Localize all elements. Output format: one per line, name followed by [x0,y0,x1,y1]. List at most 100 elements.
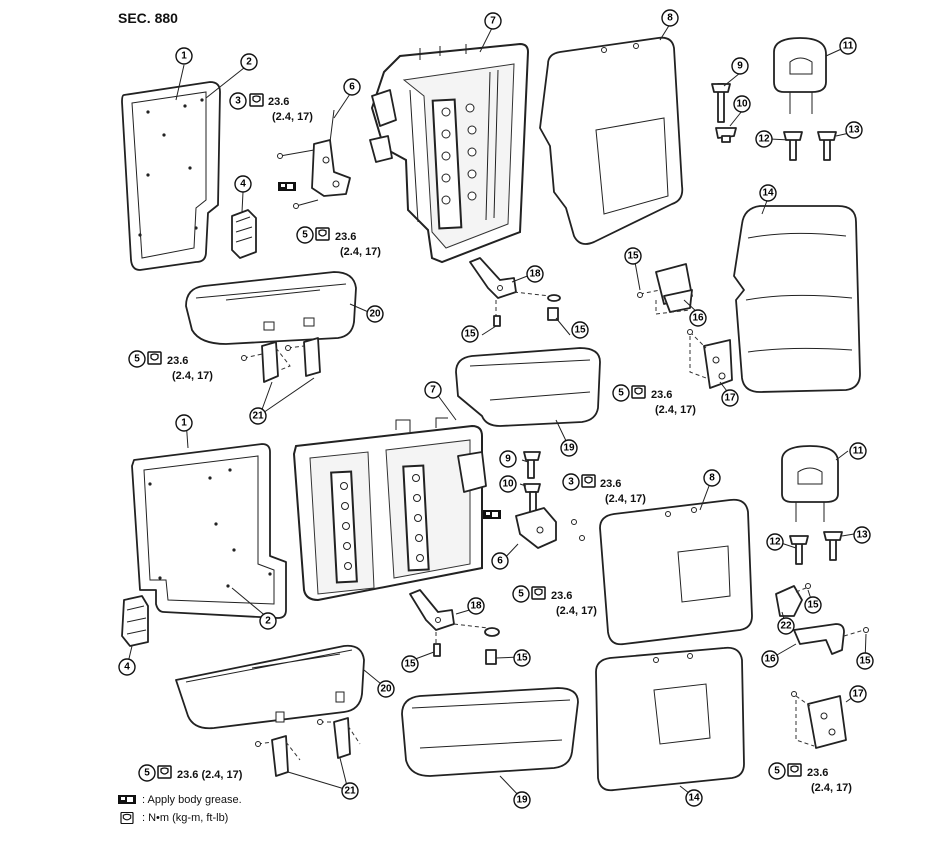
callout-14-bottom: 14 [685,789,703,807]
callout-10-bottom: 10 [499,475,517,493]
callout-15-bottom-d: 15 [513,649,531,667]
svg-text:4: 4 [240,179,246,190]
callout-7-bottom: 7 [424,381,442,399]
callout-15-top-a: 15 [624,247,642,265]
svg-text:15: 15 [464,329,476,340]
seat-bracket-bottom [255,717,361,777]
legend-grease-text: : Apply body grease. [142,794,242,806]
svg-text:22: 22 [780,621,792,632]
svg-text:3: 3 [235,96,241,107]
svg-text:6: 6 [349,82,355,93]
svg-text:15: 15 [516,653,528,664]
svg-text:23.6: 23.6 [268,96,289,108]
headrest-bushing-bottom [789,531,843,565]
callout-8-bottom: 8 [703,469,721,487]
callout-17-bottom: 17 [849,685,867,703]
svg-text:15: 15 [627,251,639,262]
svg-text:20: 20 [369,309,381,320]
callout-13-bottom: 13 [853,526,871,544]
torque-spec-3-top: 3 23.6 (2.4, 17) [229,92,313,123]
latch-bracket-top [687,329,733,389]
svg-text:9: 9 [505,454,511,465]
svg-text:7: 7 [430,385,436,396]
callout-1-top: 1 [175,47,193,65]
svg-text:(2.4, 17): (2.4, 17) [340,246,381,258]
svg-text:(2.4, 17): (2.4, 17) [172,370,213,382]
svg-text:15: 15 [404,659,416,670]
callout-15-top-c: 15 [571,321,589,339]
svg-text:(2.4, 17): (2.4, 17) [605,493,646,505]
callout-15-bottom-c: 15 [401,655,419,673]
callout-12-top: 12 [755,130,773,148]
svg-text:12: 12 [758,134,770,145]
callout-18-top: 18 [526,265,544,283]
callout-20-top: 20 [366,305,384,323]
svg-text:17: 17 [724,393,736,404]
svg-text:(2.4, 17): (2.4, 17) [272,111,313,123]
headrest-top [773,37,827,114]
seatback-trim-bottom [595,646,745,792]
svg-text:5: 5 [302,230,308,241]
callout-1-bottom: 1 [175,414,193,432]
callout-2-top: 2 [240,53,258,71]
callout-6-top: 6 [343,78,361,96]
svg-text:8: 8 [667,13,673,24]
callout-15-bottom-a: 15 [804,596,822,614]
callout-7-top: 7 [484,12,502,30]
torque-spec-5-bottom-b: 5 23.6 (2.4, 17) [138,764,243,782]
svg-text:6: 6 [497,556,503,567]
callout-11-top: 11 [839,37,857,55]
callout-10-top: 10 [733,95,751,113]
legend-torque-text: : N•m (kg-m, ft-lb) [142,812,229,824]
seatback-pad-top [539,36,684,245]
headrest-guide-top [711,83,737,143]
hinge-cover-top [231,209,257,259]
headrest-bushing-top [783,131,837,161]
hinge-bracket-bottom [793,623,869,655]
seatback-board-bottom [131,443,287,619]
svg-text:20: 20 [380,684,392,695]
svg-text:21: 21 [252,411,264,422]
callout-17-top: 17 [721,389,739,407]
hinge-bracket-top [637,263,693,315]
svg-text:18: 18 [470,601,482,612]
callout-15-top-b: 15 [461,325,479,343]
svg-text:23.6: 23.6 [600,478,621,490]
svg-text:23.6: 23.6 [807,767,828,779]
svg-text:16: 16 [764,654,776,665]
svg-text:15: 15 [859,656,871,667]
legend-grease: : Apply body grease. [118,794,242,806]
svg-text:23.6 (2.4, 17): 23.6 (2.4, 17) [177,769,243,781]
hinge-cover-bottom [121,595,149,647]
svg-text:19: 19 [516,795,528,806]
seat-hinge-bottom [409,589,500,665]
callout-15-bottom-b: 15 [856,652,874,670]
callout-20-bottom: 20 [377,680,395,698]
svg-text:5: 5 [134,354,140,365]
seat-hinge-top [469,257,561,327]
callout-8-top: 8 [661,9,679,27]
torque-spec-5-bottom-c: 5 23.6 (2.4, 17) [768,762,852,794]
svg-text:23.6: 23.6 [335,231,356,243]
svg-text:23.6: 23.6 [551,590,572,602]
svg-text:18: 18 [529,269,541,280]
torque-spec-5-bottom-a: 5 23.6 (2.4, 17) [512,585,597,617]
svg-text:5: 5 [518,589,524,600]
svg-text:17: 17 [852,689,864,700]
callout-4-bottom: 4 [118,658,136,676]
torque-spec-5-top-a: 5 23.6 (2.4, 17) [296,226,381,258]
grease-icon [118,795,136,804]
callout-14-top: 14 [759,184,777,202]
svg-text:14: 14 [762,188,774,199]
callout-6-bottom: 6 [491,552,509,570]
callout-12-bottom: 12 [766,533,784,551]
svg-text:2: 2 [265,616,271,627]
seat-pad-top [185,271,357,345]
seat-bracket-top [241,337,321,383]
svg-text:(2.4, 17): (2.4, 17) [811,782,852,794]
svg-text:23.6: 23.6 [167,355,188,367]
seatback-trim-top [733,205,861,393]
callout-13-top: 13 [845,121,863,139]
svg-text:7: 7 [490,16,496,27]
